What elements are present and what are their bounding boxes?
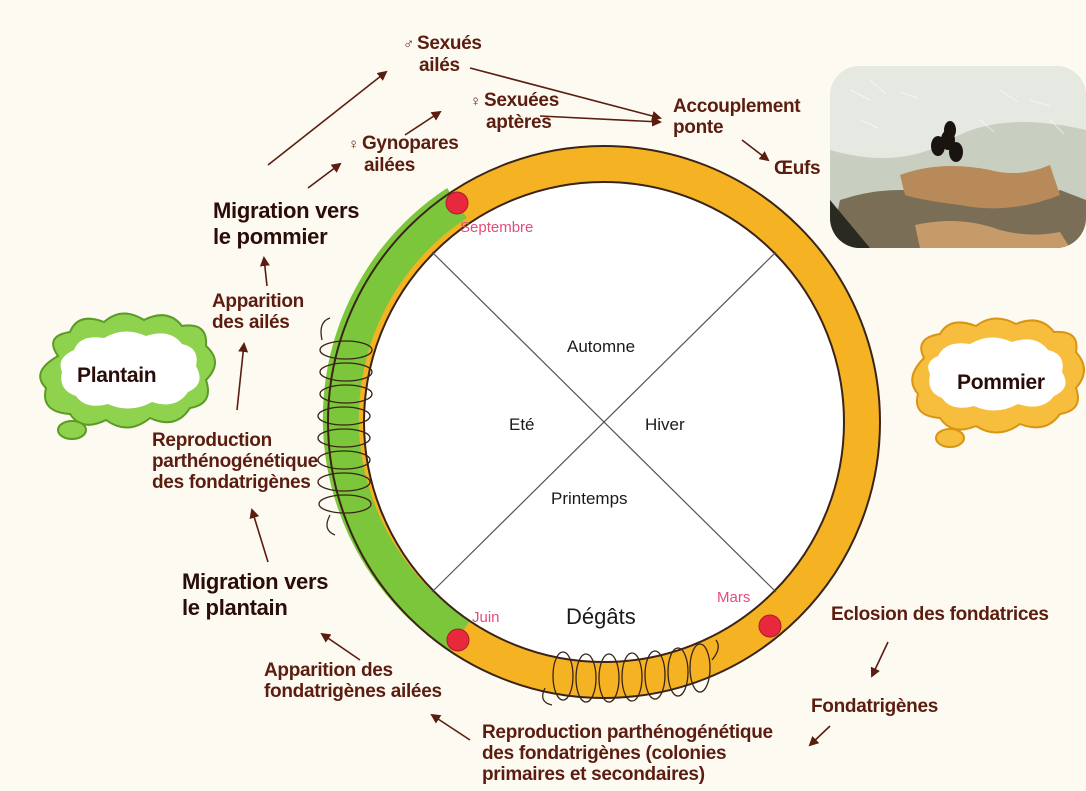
june-marker — [447, 629, 469, 651]
season-summer: Eté — [509, 415, 535, 435]
aphid-eggs-photo — [830, 66, 1086, 248]
september-marker — [446, 192, 468, 214]
migration-to-plantain-label: Migration vers le plantain — [182, 569, 328, 621]
host-plantain-label: Plantain — [77, 365, 156, 386]
month-june: Juin — [472, 609, 500, 626]
damage-label: Dégâts — [566, 604, 636, 630]
parthenogenesis-left-label: Reproduction parthénogénétique des fonda… — [152, 430, 318, 493]
female-symbol: ♀ — [470, 93, 481, 110]
eggs-label: Œufs — [774, 158, 820, 179]
fundatrigenae-label: Fondatrigènes — [811, 696, 938, 717]
host-apple-label: Pommier — [957, 372, 1045, 393]
season-spring: Printemps — [551, 489, 628, 509]
month-march: Mars — [717, 589, 750, 606]
winged-males-label: ♂Sexués ailés — [403, 33, 482, 76]
gynoparae-label: ♀Gynopares ailées — [348, 133, 459, 176]
season-autumn: Automne — [567, 337, 635, 357]
month-september: Septembre — [460, 219, 533, 236]
male-symbol: ♂ — [403, 36, 414, 53]
winged-appearance-label: Apparition des ailés — [212, 291, 304, 333]
female-symbol-gynoparae: ♀ — [348, 136, 359, 153]
season-winter: Hiver — [645, 415, 685, 435]
apterous-females-label: ♀Sexuées aptères — [470, 90, 559, 133]
mating-label: Accouplement ponte — [673, 96, 800, 138]
march-marker — [759, 615, 781, 637]
parthenogenesis-bottom-label: Reproduction parthénogénétique des fonda… — [482, 722, 773, 785]
migration-to-apple-label: Migration vers le pommier — [213, 198, 359, 250]
hatching-label: Eclosion des fondatrices — [831, 604, 1049, 625]
winged-fundatrigenae-label: Apparition des fondatrigènes ailées — [264, 660, 442, 702]
